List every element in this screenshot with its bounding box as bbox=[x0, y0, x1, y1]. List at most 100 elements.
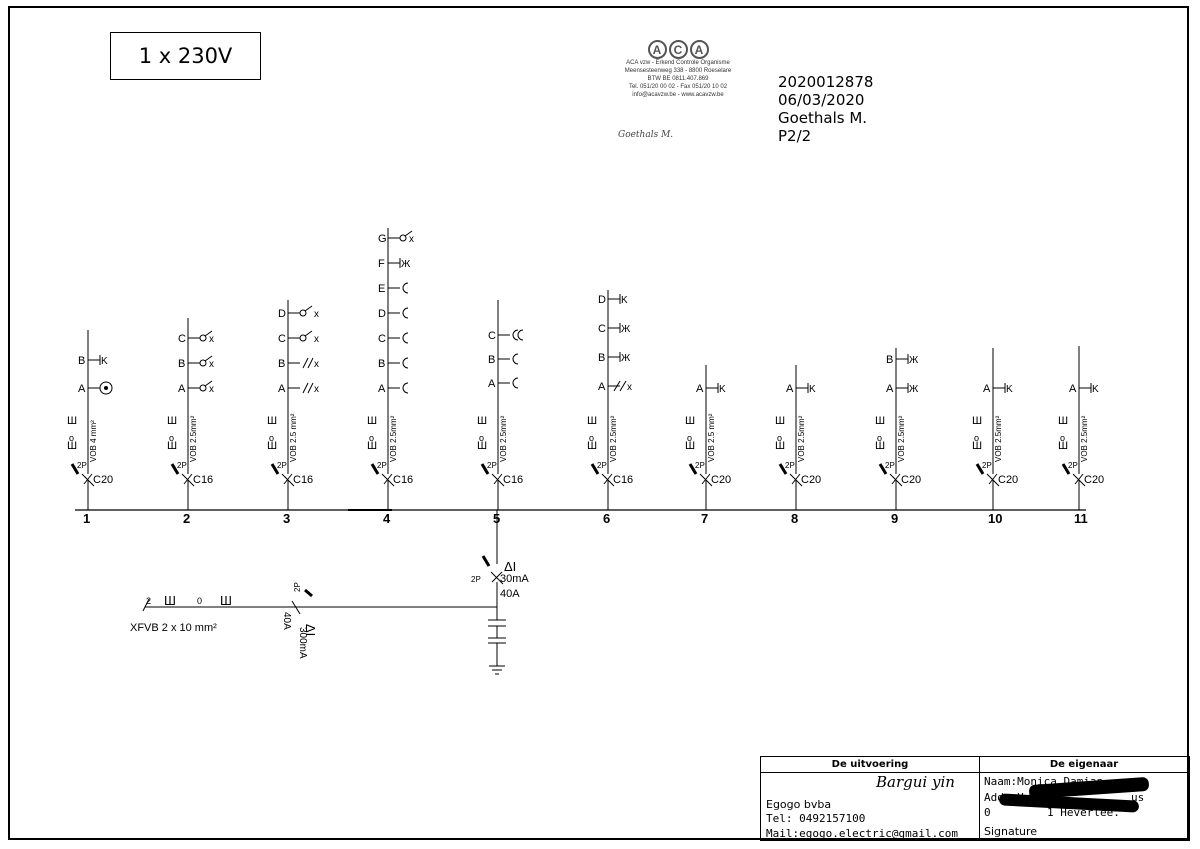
switch-symbol bbox=[399, 234, 407, 242]
breaker-contact bbox=[490, 571, 504, 585]
switch-arm bbox=[304, 305, 313, 312]
cable-label: VOB 2.5mm² bbox=[897, 415, 906, 462]
point-label: B bbox=[598, 352, 605, 364]
breaker-handle bbox=[778, 463, 788, 475]
breaker-contact bbox=[988, 473, 998, 485]
point-label: B bbox=[178, 358, 185, 370]
socket-symbol: Ж bbox=[909, 384, 919, 395]
cable-label: VOB 2.5mm² bbox=[499, 415, 508, 462]
cable-label: VOB 4 mm² bbox=[89, 420, 98, 462]
socket-symbol: Ш bbox=[67, 415, 77, 427]
switch-symbol bbox=[299, 334, 307, 342]
breaker-rating: C20 bbox=[711, 474, 731, 486]
owner-city: 0 bbox=[984, 806, 991, 819]
socket-symbol: Ж bbox=[621, 324, 631, 335]
socket-symbol: Ш bbox=[875, 415, 885, 427]
breaker-contact bbox=[183, 473, 193, 485]
breaker-contact bbox=[986, 473, 1000, 487]
socket-symbol bbox=[512, 377, 519, 389]
circuit-number: 10 bbox=[988, 511, 1002, 526]
contractor-header: De uitvoering bbox=[761, 757, 979, 773]
cross-mark: x bbox=[314, 309, 319, 320]
stamp-line: ACA vzw - Erkend Controle Organisme bbox=[626, 60, 730, 66]
breaker-contact bbox=[493, 473, 503, 485]
breaker-rating: C20 bbox=[901, 474, 921, 486]
pole-label: 2P bbox=[293, 582, 302, 592]
socket-symbol: Ш bbox=[972, 440, 982, 452]
circuit-number: 9 bbox=[891, 511, 898, 526]
socket-symbol bbox=[517, 329, 524, 341]
cross-mark: x bbox=[314, 359, 319, 370]
point-label: A bbox=[1069, 383, 1077, 395]
diff-sensitivity: 30mA bbox=[500, 573, 529, 585]
socket-symbol: o bbox=[1060, 433, 1065, 443]
main-cable-label: XFVB 2 x 10 mm² bbox=[130, 622, 217, 634]
main-rating: 40A bbox=[281, 612, 292, 630]
pole-label: 2P bbox=[885, 461, 895, 470]
breaker-rating: C16 bbox=[393, 474, 413, 486]
cross-mark: x bbox=[209, 334, 214, 345]
point-label: C bbox=[488, 330, 496, 342]
socket-symbol: o bbox=[69, 433, 74, 443]
socket-symbol bbox=[402, 282, 409, 294]
socket-symbol: Ж bbox=[909, 355, 919, 366]
socket-symbol: K bbox=[809, 384, 816, 395]
inspector-name: Goethals M. bbox=[778, 109, 868, 127]
cross-mark: x bbox=[209, 384, 214, 395]
breaker-contact bbox=[699, 473, 713, 487]
socket-symbol: Ш bbox=[477, 440, 487, 452]
point-label: D bbox=[598, 294, 606, 306]
socket-symbol: Ш bbox=[587, 415, 597, 427]
socket-symbol bbox=[402, 332, 409, 344]
socket-symbol: Ш bbox=[67, 440, 77, 452]
socket-symbol: Ш bbox=[775, 440, 785, 452]
cross-mark: x bbox=[209, 359, 214, 370]
breaker-handle bbox=[1061, 463, 1071, 475]
breaker-handle bbox=[170, 463, 180, 475]
pole-label: 2P bbox=[982, 461, 992, 470]
meter-symbol: Ш bbox=[220, 593, 232, 608]
socket-symbol: o bbox=[974, 433, 979, 443]
circuit-number: 4 bbox=[383, 511, 391, 526]
stamp-line: BTW BE 0811.407.869 bbox=[647, 76, 709, 82]
pole-label: 2P bbox=[487, 461, 497, 470]
socket-symbol bbox=[402, 382, 409, 394]
cable-label: VOB 2.5mm² bbox=[797, 415, 806, 462]
breaker-rating: C16 bbox=[193, 474, 213, 486]
switch-arm bbox=[619, 380, 627, 392]
breaker-contact bbox=[601, 473, 615, 487]
socket-symbol: Ж bbox=[401, 259, 411, 270]
socket-symbol: Ш bbox=[775, 415, 785, 427]
breaker-contact bbox=[701, 473, 711, 485]
point-label: C bbox=[278, 333, 286, 345]
point-label: A bbox=[278, 383, 286, 395]
socket-symbol: o bbox=[777, 433, 782, 443]
report-date: 06/03/2020 bbox=[778, 91, 865, 109]
socket-symbol: K bbox=[1092, 384, 1099, 395]
socket-symbol: o bbox=[169, 433, 174, 443]
cable-slash bbox=[142, 598, 150, 612]
socket-symbol: o bbox=[589, 433, 594, 443]
cable-label: VOB 2.5mm² bbox=[994, 415, 1003, 462]
breaker-contact bbox=[889, 473, 903, 487]
breaker-contact bbox=[381, 473, 395, 487]
switch-symbol bbox=[299, 309, 307, 317]
stamp-line: Meensesteenweg 338 - 8800 Roeselare bbox=[624, 68, 732, 74]
socket-symbol bbox=[402, 307, 409, 319]
pole-label: 2P bbox=[695, 461, 705, 470]
point-label: A bbox=[378, 383, 386, 395]
breaker-contact bbox=[491, 571, 503, 583]
diff-symbol: ΔI bbox=[504, 559, 516, 574]
point-label: A bbox=[983, 383, 991, 395]
point-label: B bbox=[378, 358, 385, 370]
socket-symbol: K bbox=[101, 356, 108, 367]
pole-label: 2P bbox=[277, 461, 287, 470]
socket-symbol: Ш bbox=[267, 440, 277, 452]
circuit-number: 1 bbox=[83, 511, 90, 526]
socket-symbol: Ш bbox=[267, 415, 277, 427]
breaker-rating: C20 bbox=[998, 474, 1018, 486]
breaker-contact bbox=[281, 473, 295, 487]
circuit-number: 3 bbox=[283, 511, 290, 526]
